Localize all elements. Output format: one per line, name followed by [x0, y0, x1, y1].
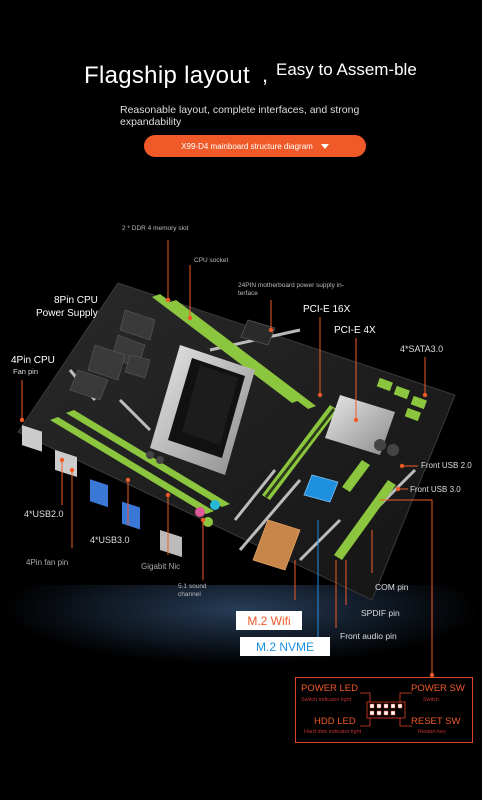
- label-front-usb2: Front USB 2.0: [421, 461, 472, 470]
- page-title-suffix: Easy to Assem-ble: [276, 60, 417, 79]
- label-pcie-4x: PCI-E 4X: [334, 325, 376, 336]
- label-8pin-power-supply: Power Supply: [36, 308, 98, 319]
- ddr4-slots: [50, 294, 316, 514]
- label-ddr4: 2 * DDR 4 memory slot: [122, 225, 189, 232]
- chevron-down-icon: [320, 143, 329, 149]
- diagram-pill-label: X99-D4 mainboard structure diagram: [181, 141, 313, 151]
- label-4pin-fan: 4Pin fan pin: [26, 558, 69, 567]
- panel-power-sw: POWER SW: [411, 683, 465, 694]
- diagram-pill[interactable]: X99-D4 mainboard structure diagram: [144, 135, 366, 157]
- power-24pin: [240, 319, 276, 346]
- cpu-socket: [150, 345, 255, 475]
- label-sound-2: channel: [178, 591, 201, 598]
- panel-hdd-led-sub: Hard disk indicator light: [304, 729, 362, 735]
- badge-m2-wifi: M.2 Wifi: [236, 611, 302, 630]
- label-usb2: 4*USB2.0: [24, 509, 64, 519]
- label-4pin-cpu: 4Pin CPU: [11, 355, 55, 366]
- pin-header-icon: [360, 692, 412, 727]
- capacitors: [146, 439, 399, 464]
- panel-power-sw-sub: Switch: [423, 697, 440, 703]
- panel-power-led: POWER LED: [301, 683, 359, 694]
- label-com-pin: COM pin: [375, 582, 409, 592]
- page-subtitle: Reasonable layout, complete interfaces, …: [120, 104, 360, 128]
- m2-wifi-slot: [252, 519, 301, 571]
- leader-lines: [21, 240, 433, 675]
- label-usb3: 4*USB3.0: [90, 535, 130, 545]
- panel-hdd-led: HDD LED: [314, 716, 356, 727]
- label-pcie-16x: PCI-E 16X: [303, 304, 351, 315]
- label-8pin-cpu: 8Pin CPU: [54, 295, 98, 306]
- sata-ports: [376, 377, 427, 422]
- label-gigabit-nic: Gigabit Nic: [141, 562, 181, 571]
- label-fan-pin: Fan pin: [13, 367, 39, 376]
- m2-nvme-slot: [303, 474, 339, 503]
- title-separator: ,: [262, 62, 269, 87]
- label-front-usb3: Front USB 3.0: [410, 485, 461, 494]
- label-24pin-power: 24PIN motherboard power supply in-terfac…: [238, 282, 344, 297]
- pcb-board: [17, 282, 456, 601]
- label-spdif-pin: SPDIF pin: [361, 608, 400, 618]
- vrm-heatsinks: [69, 309, 156, 401]
- label-sata: 4*SATA3.0: [400, 344, 444, 354]
- panel-power-led-sub: Switch indicator light: [301, 697, 352, 703]
- panel-reset-sw-sub: Restart key: [418, 729, 446, 735]
- label-sound-1: 5.1 sound: [178, 583, 207, 590]
- badge-m2-nvme: M.2 NVME: [240, 637, 330, 656]
- rear-io: [22, 425, 220, 558]
- leader-dots: [19, 297, 435, 678]
- panel-reset-sw: RESET SW: [411, 716, 461, 727]
- label-front-audio-pin: Front audio pin: [340, 631, 397, 641]
- front-panel-header-box: POWER LED Switch indicator light POWER S…: [295, 677, 473, 743]
- label-cpu-socket: CPU socket: [194, 257, 229, 264]
- page-title: Flagship layout: [84, 62, 250, 89]
